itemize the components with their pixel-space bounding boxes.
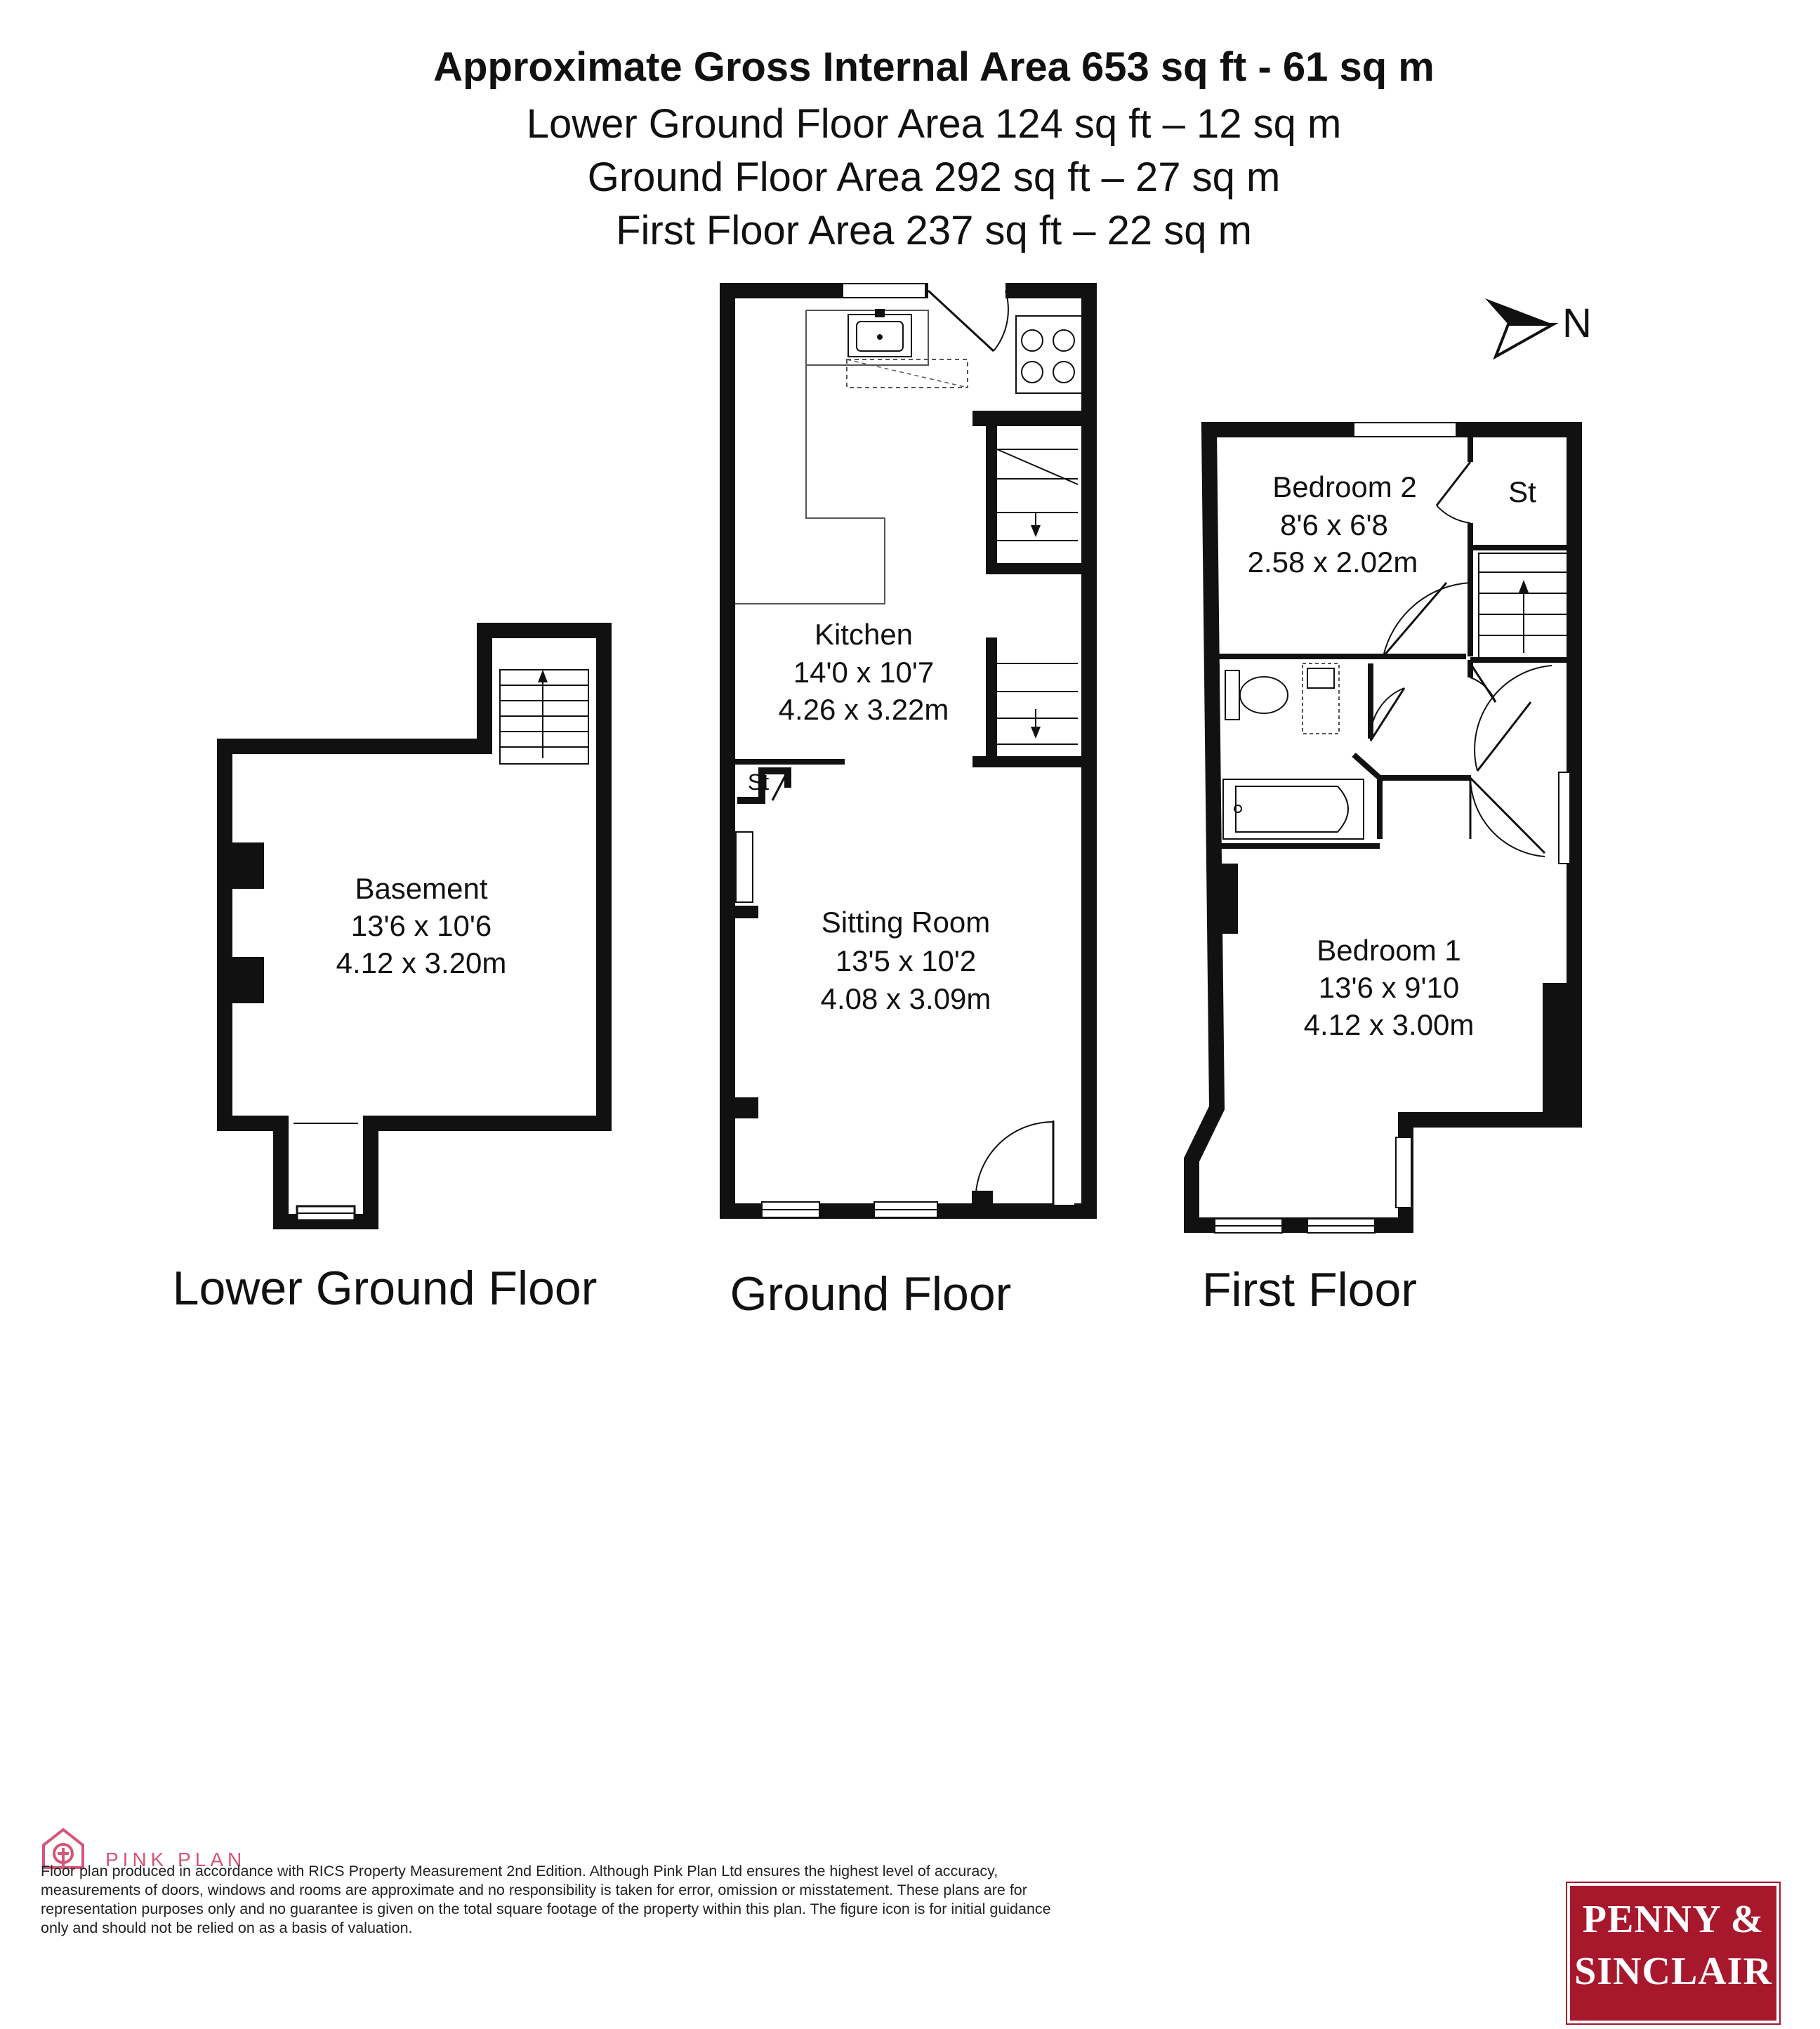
bedroom2-metric: 2.58 x 2.02m — [1248, 546, 1418, 579]
north-arrow-icon — [1485, 298, 1559, 360]
first-floor-area: First Floor Area 237 sq ft – 22 sq m — [616, 208, 1252, 253]
lower-ground-floor-plan — [217, 623, 612, 1229]
sitting-room-imperial: 13'5 x 10'2 — [836, 944, 977, 977]
brand-line-1: PENNY & — [1582, 1898, 1765, 1941]
brand-line-2: SINCLAIR — [1574, 1950, 1772, 1993]
basement-imperial: 13'6 x 10'6 — [351, 909, 492, 942]
kitchen-name: Kitchen — [815, 618, 913, 651]
lower-ground-floor-label: Lower Ground Floor — [173, 1262, 598, 1315]
ground-floor-plan — [720, 281, 1097, 1219]
bedroom2-imperial: 8'6 x 6'8 — [1280, 508, 1388, 541]
sitting-room-metric: 4.08 x 3.09m — [821, 982, 991, 1015]
first-floor-label: First Floor — [1202, 1263, 1417, 1316]
basement-metric: 4.12 x 3.20m — [336, 946, 507, 979]
pink-plan-logo-icon — [42, 1828, 84, 1869]
gross-area-title: Approximate Gross Internal Area 653 sq f… — [433, 44, 1435, 90]
north-label: N — [1562, 300, 1592, 346]
penny-sinclair-logo: PENNY & SINCLAIR — [1566, 1882, 1781, 2025]
bedroom1-metric: 4.12 x 3.00m — [1304, 1008, 1475, 1041]
kitchen-metric: 4.26 x 3.22m — [779, 693, 949, 726]
first-store-label: St — [1508, 475, 1536, 508]
ground-floor-label: Ground Floor — [730, 1267, 1012, 1321]
bedroom2-name: Bedroom 2 — [1272, 470, 1416, 503]
first-floor-plan — [1184, 422, 1582, 1234]
basement-name: Basement — [355, 872, 487, 905]
kitchen-imperial: 14'0 x 10'7 — [793, 656, 935, 689]
ground-floor-area: Ground Floor Area 292 sq ft – 27 sq m — [587, 154, 1281, 200]
ground-store-label: St — [748, 769, 769, 795]
sitting-room-name: Sitting Room — [822, 906, 990, 939]
lower-floor-area: Lower Ground Floor Area 124 sq ft – 12 s… — [526, 101, 1342, 147]
disclaimer-text: Floor plan produced in accordance with R… — [41, 1863, 1051, 1936]
bedroom1-imperial: 13'6 x 9'10 — [1319, 971, 1460, 1004]
bedroom1-name: Bedroom 1 — [1317, 934, 1460, 967]
pink-plan-text: PINK PLAN — [105, 1849, 246, 1870]
